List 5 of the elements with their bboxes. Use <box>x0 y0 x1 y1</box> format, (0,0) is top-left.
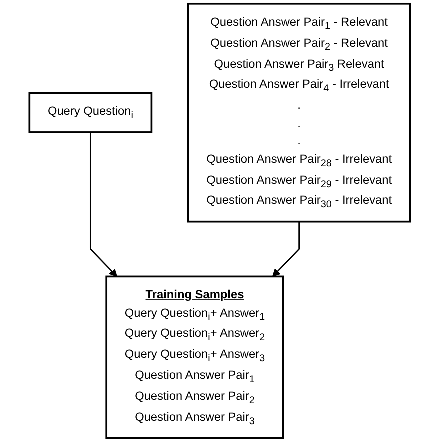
arrow <box>272 222 300 278</box>
node-box: Query Question$_{i}$ <box>28 92 153 134</box>
arrow <box>90 132 118 278</box>
node-box: Training Samples Query Question$_{i}$+ Answer$_{1}$ Query Question$_{i}$+ Answer$_{2}$ Query Question$_{i}$+ Answer$_{3}$ Question Answer Pair$_{1}$ Question Answer Pair$_{2}$ Question Answer Pair$_{3}$ <box>106 276 284 439</box>
node-box: Question Answer Pair$_{1}$ - Relevant Question Answer Pair$_{2}$ - Relevant Question Answer Pair$_{3}$ Relevant Question Answer Pair$_{4}$ - Irrelevant . . . Question Answer Pair$_{28}$ - Irrelevant Question Answer Pair$_{29}$ - Irrelevant Question Answer Pair$_{30}$ - Irrelevant <box>187 3 412 223</box>
